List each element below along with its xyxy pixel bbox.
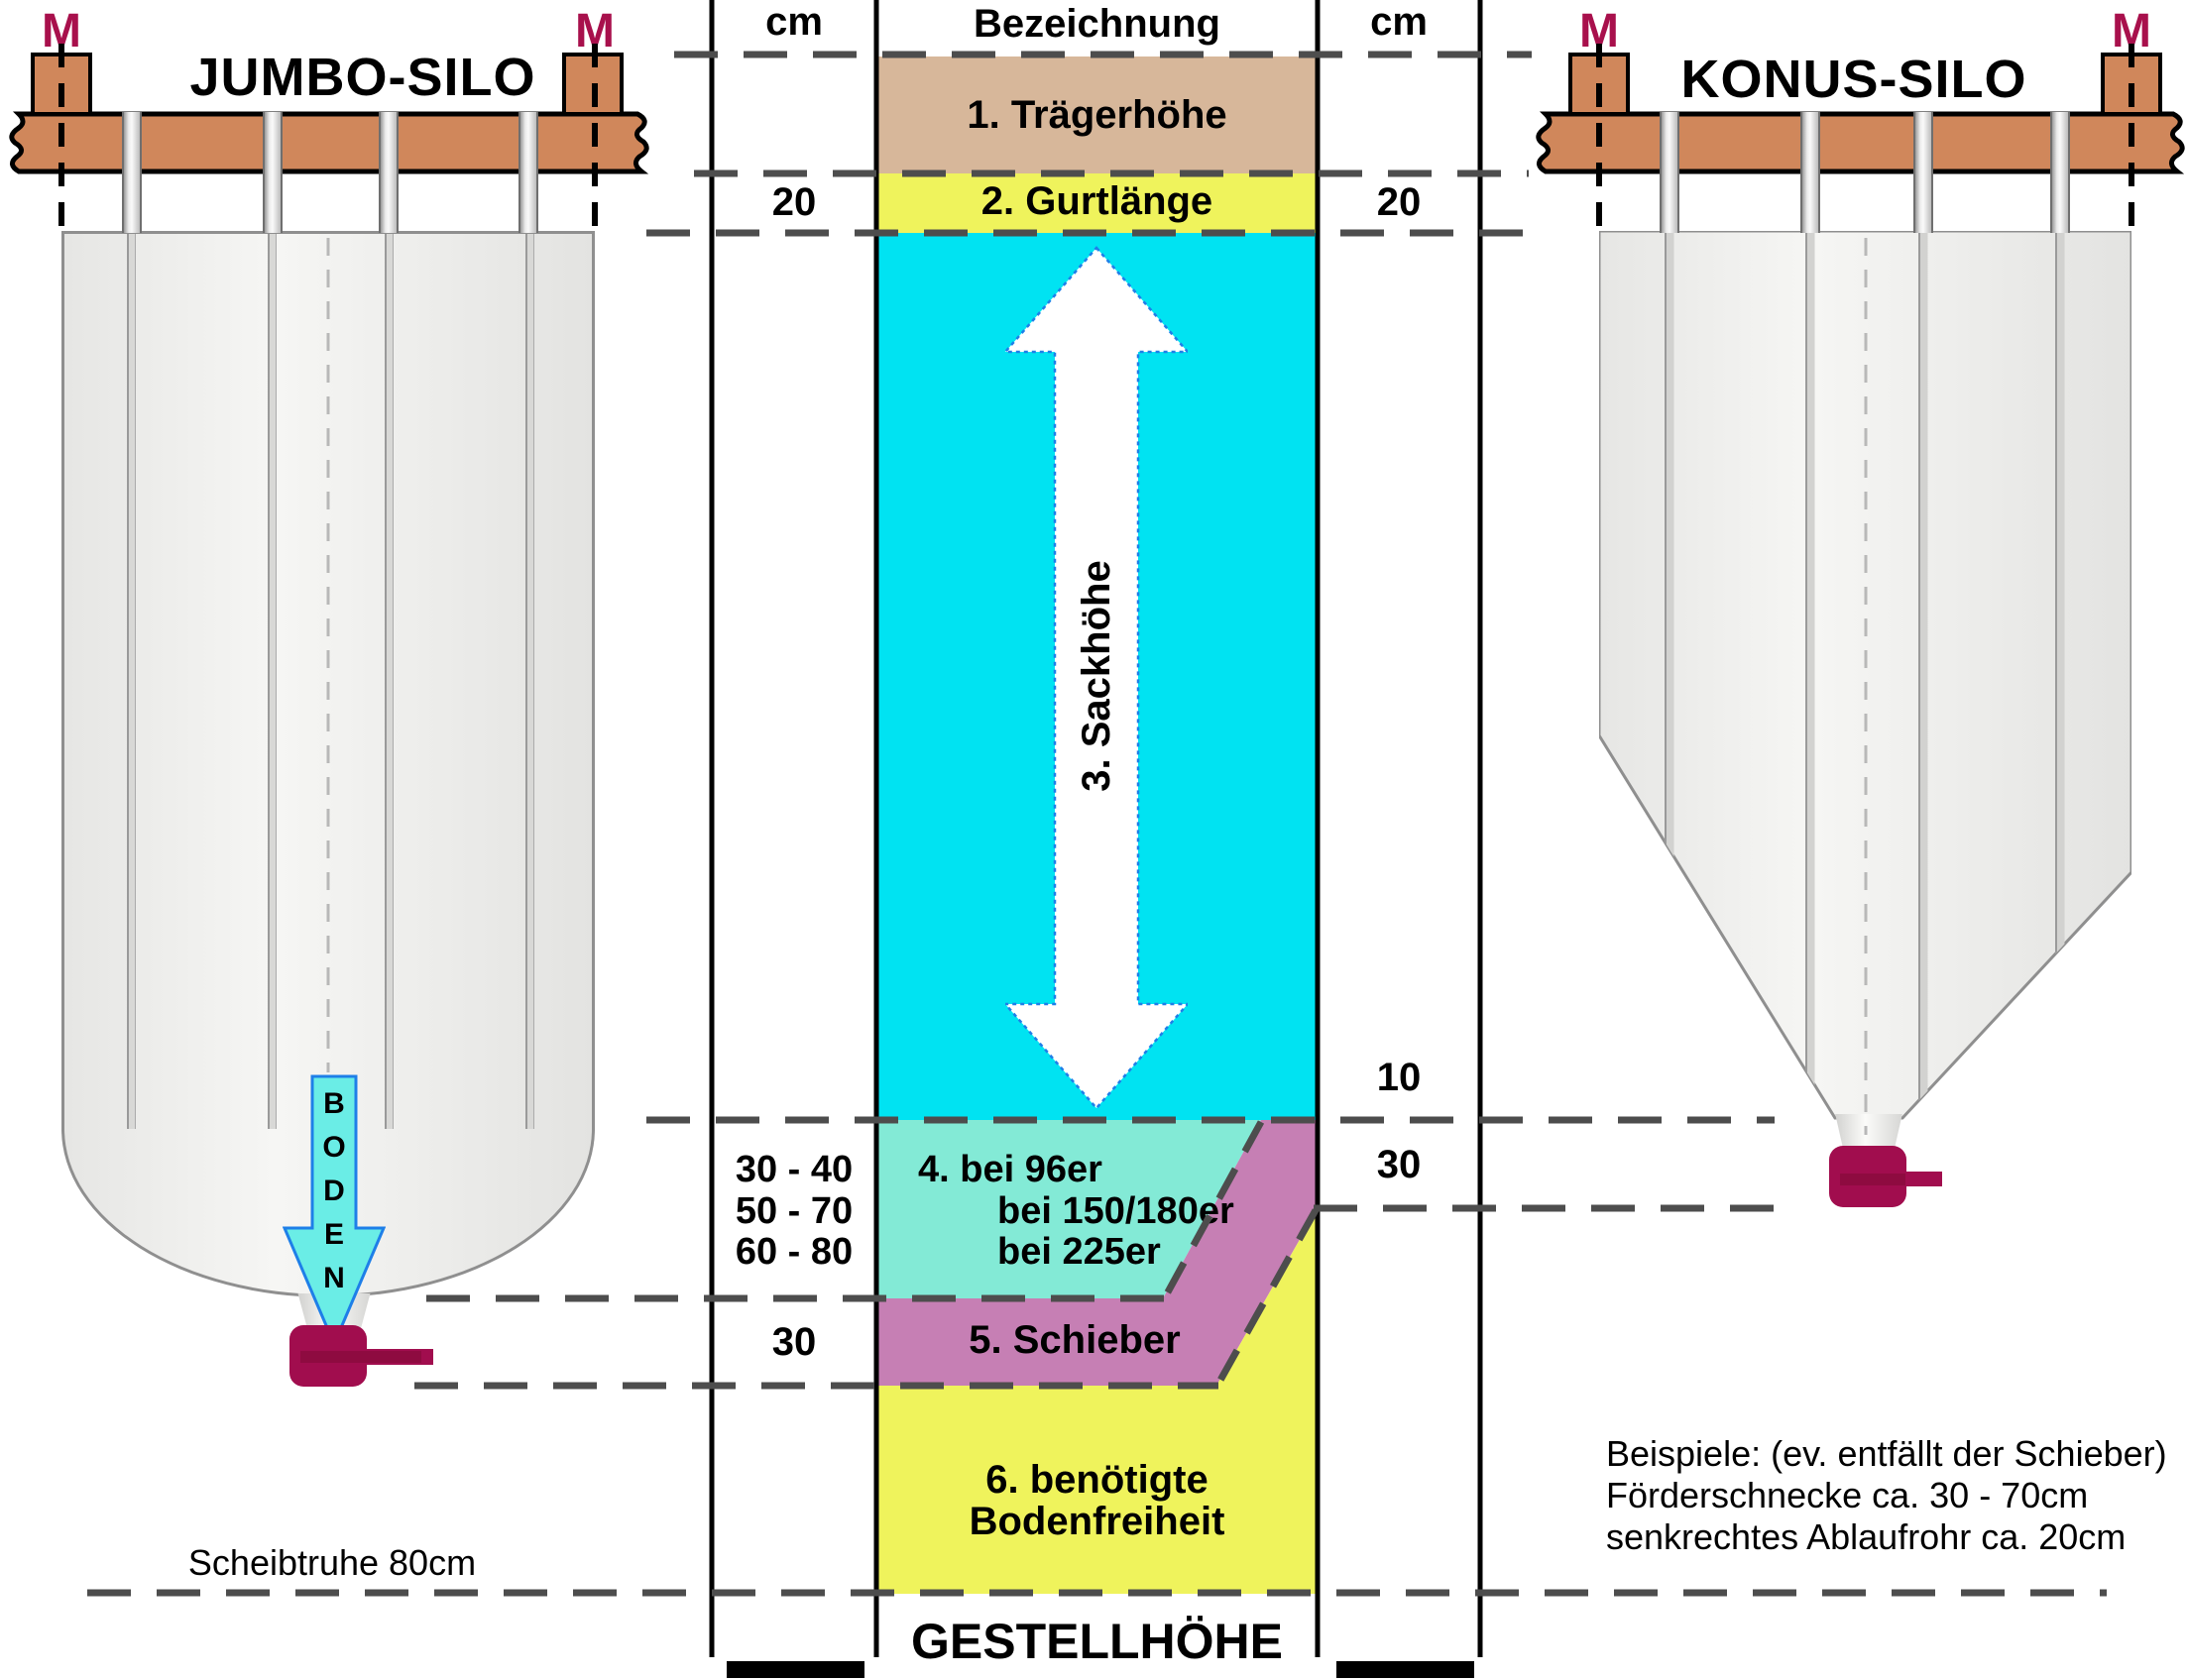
note-line: Förderschnecke ca. 30 - 70cm: [1606, 1475, 2089, 1515]
bei150-left-value: 50 - 70: [735, 1190, 854, 1232]
band1-label: 1. Trägerhöhe: [967, 93, 1227, 137]
jumbo-strap: [379, 112, 399, 233]
gurtlaenge-left-value: 20: [771, 180, 817, 224]
jumbo-valve-stripe: [300, 1351, 421, 1363]
konus-marker-left: M: [1579, 5, 1619, 57]
band4-line2: bei 150/180er: [997, 1190, 1234, 1232]
boden-label: B O D E N: [322, 1087, 346, 1294]
jumbo-bag-seam: [268, 234, 277, 1131]
konus-marker-right: M: [2112, 5, 2151, 57]
bei96-left-value: 30 - 40: [735, 1149, 854, 1190]
konus-bag-neck: [1835, 1114, 1902, 1152]
band6-line1: 6. benötigte: [985, 1458, 1209, 1502]
konus-strap: [1913, 112, 1933, 233]
band-gurtlaenge: [876, 173, 1318, 233]
jumbo-bag-body: [61, 231, 595, 1131]
jumbo-bag-seam: [525, 234, 534, 1131]
jumbo-beam: [9, 111, 649, 174]
jumbo-caption: Scheibtruhe 80cm: [187, 1542, 477, 1583]
konus-bag: [1599, 231, 2131, 1120]
konus-gap-value: 10: [1376, 1056, 1422, 1099]
band4-line1: 4. bei 96er: [918, 1149, 1102, 1190]
left-cm-header: cm: [765, 0, 823, 44]
konus-schieber-value: 30: [1376, 1143, 1422, 1186]
jumbo-strap: [122, 112, 142, 233]
band5-label: 5. Schieber: [969, 1318, 1181, 1362]
band4-line3: bei 225er: [997, 1231, 1161, 1273]
band2-label: 2. Gurtlänge: [980, 179, 1213, 223]
jumbo-bag-seam: [385, 234, 394, 1131]
konus-post-right: [2101, 53, 2162, 116]
right-foot-mark: [1336, 1661, 1474, 1678]
konus-post-left: [1568, 53, 1630, 116]
jumbo-marker-left: M: [42, 5, 81, 57]
jumbo-post-right: [562, 53, 624, 116]
band3-label: 3. Sackhöhe: [1075, 560, 1118, 792]
note-line: Beispiele: (ev. entfällt der Schieber): [1606, 1433, 2167, 1474]
boden-arrow: [283, 1074, 386, 1346]
gestellhoehe-label: GESTELLHÖHE: [910, 1614, 1284, 1669]
jumbo-bag-seam: [127, 234, 136, 1131]
konus-title: KONUS-SILO: [1680, 50, 2027, 109]
konus-beam: [1536, 111, 2185, 174]
note-line: senkrechtes Ablaufrohr ca. 20cm: [1606, 1516, 2127, 1557]
bei225-left-value: 60 - 80: [735, 1231, 854, 1273]
jumbo-strap: [518, 112, 538, 233]
band6-line2: Bodenfreiheit: [969, 1500, 1225, 1543]
konus-strap: [2050, 112, 2070, 233]
jumbo-title: JUMBO-SILO: [189, 48, 536, 107]
konus-valve-pipe: [1904, 1172, 1942, 1186]
right-cm-column: cm 20 10 30: [1318, 0, 1480, 1680]
jumbo-strap: [263, 112, 283, 233]
konus-strap: [1800, 112, 1820, 233]
gurtlaenge-right-value: 20: [1376, 180, 1422, 224]
konus-valve-stripe: [1840, 1174, 1905, 1185]
konus-notes: Beispiele: (ev. entfällt der Schieber) F…: [1606, 1433, 2167, 1558]
column-header-bezeichnung: Bezeichnung: [974, 2, 1220, 46]
konus-strap: [1660, 112, 1679, 233]
schieber-left-value: 30: [771, 1320, 817, 1364]
left-cm-column: cm 20 30 - 40 50 - 70 60 - 80 30: [712, 0, 876, 1680]
band-traegerhoehe: [876, 56, 1318, 173]
jumbo-post-left: [31, 53, 92, 116]
left-foot-mark: [727, 1661, 864, 1678]
jumbo-marker-right: M: [575, 5, 615, 57]
sackhoehe-arrow: [1005, 246, 1188, 1110]
right-cm-header: cm: [1370, 0, 1428, 44]
